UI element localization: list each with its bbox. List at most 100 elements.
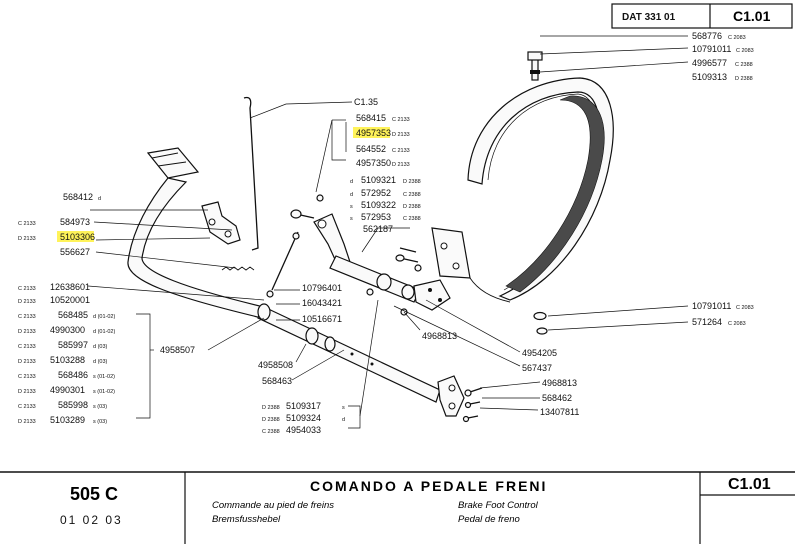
code-585997: C 2133 — [18, 344, 36, 350]
header-sheet-code: C1.01 — [733, 8, 771, 24]
code-5109322: D 2388 — [403, 204, 421, 210]
code-568776: C 2083 — [728, 35, 746, 41]
side-572953: s — [350, 216, 353, 222]
code-4990301: D 2133 — [18, 389, 36, 395]
part-568415: 568415 — [356, 113, 386, 123]
brake-lining — [505, 95, 605, 293]
code-5109313: D 2388 — [735, 76, 753, 82]
code-585998: C 2133 — [18, 404, 36, 410]
part-4958508: 4958508 — [258, 360, 293, 370]
code-10791011-bottom: C 2083 — [736, 305, 754, 311]
return-spring — [221, 266, 255, 271]
header-box — [611, 3, 793, 29]
shaft-bushing-center — [324, 336, 336, 352]
shaft-bushing-left — [257, 303, 271, 321]
model-name: 505 C — [70, 484, 118, 504]
band-nut — [533, 311, 547, 321]
code-10791011-top: C 2083 — [736, 48, 754, 54]
part-5109321: 5109321 — [361, 175, 396, 185]
subtitle-fr: Commande au pied de freins — [212, 500, 334, 511]
brake-pedal-assembly — [127, 96, 483, 423]
part-571264: 571264 — [692, 317, 722, 327]
code-584973: C 2133 — [18, 221, 36, 227]
page-title: COMANDO A PEDALE FRENI — [310, 478, 547, 494]
code-10520001: D 2133 — [18, 299, 36, 305]
part-585997: 585997 — [58, 340, 88, 350]
code-568485: C 2133 — [18, 314, 36, 320]
pedal-pad — [146, 147, 200, 179]
subtitle-es: Pedal de freno — [458, 514, 520, 525]
part-4996577: 4996577 — [692, 58, 727, 68]
code-5103306: D 2133 — [18, 236, 36, 242]
pedal-arm — [127, 177, 269, 319]
part-568463: 568463 — [262, 376, 292, 386]
part-10796401: 10796401 — [302, 283, 342, 293]
part-10520001: 10520001 — [50, 295, 90, 305]
part-568412: 568412 — [63, 192, 93, 202]
footer-sheet-code: C1.01 — [728, 476, 771, 493]
part-5109324: 5109324 — [286, 413, 321, 423]
part-568486: 568486 — [58, 370, 88, 380]
side-572952: d — [350, 192, 353, 198]
side-5109317: s — [342, 405, 345, 411]
code-5109321: D 2388 — [403, 179, 421, 185]
ref-c135: C1.35 — [354, 97, 378, 107]
subtitle-de: Bremsfusshebel — [212, 514, 281, 525]
model-years: 01 02 03 — [60, 513, 123, 527]
code-4957353: D 2133 — [392, 132, 410, 138]
part-4990301: 4990301 — [50, 385, 85, 395]
brake-band-assembly — [431, 51, 614, 335]
title-block: 505 C 01 02 03 COMANDO A PEDALE FRENI Co… — [0, 471, 795, 544]
part-4954205: 4954205 — [522, 348, 557, 358]
cross-shaft — [257, 305, 441, 403]
code-4990300: D 2133 — [18, 329, 36, 335]
part-4957353: 4957353 — [356, 128, 391, 138]
code-4996577: C 2388 — [735, 62, 753, 68]
side-5109322: s — [350, 204, 353, 210]
part-5109313: 5109313 — [692, 72, 727, 82]
part-4968813-upper: 4968813 — [422, 331, 457, 341]
brake-band — [467, 77, 614, 301]
part-572952: 572952 — [361, 188, 391, 198]
part-10516671: 10516671 — [302, 314, 342, 324]
part-584973: 584973 — [60, 217, 90, 227]
part-5103288: 5103288 — [50, 355, 85, 365]
side-585997: d (03) — [93, 344, 108, 350]
dat-code: DAT 331 01 — [622, 12, 676, 23]
part-568462: 568462 — [542, 393, 572, 403]
part-562187: 562187 — [363, 224, 393, 234]
part-12638601: 12638601 — [50, 282, 90, 292]
code-4954033: C 2388 — [262, 429, 280, 435]
band-bolt — [531, 57, 539, 81]
code-5109317: D 2388 — [262, 405, 280, 411]
code-564552: C 2133 — [392, 148, 410, 154]
shaft-lever-right — [437, 375, 465, 417]
band-anchor-bracket — [431, 227, 471, 279]
side-568412: d — [98, 196, 101, 202]
part-564552: 564552 — [356, 144, 386, 154]
part-13407811: 13407811 — [540, 407, 579, 417]
part-5103306: 5103306 — [60, 232, 95, 242]
side-5109324: d — [342, 417, 345, 423]
code-572952: C 2388 — [403, 192, 421, 198]
part-568776: 568776 — [692, 31, 722, 41]
part-16043421: 16043421 — [302, 298, 342, 308]
side-5103288: d (03) — [93, 359, 108, 365]
part-10791011-bottom: 10791011 — [692, 301, 731, 311]
code-568415: C 2133 — [392, 117, 410, 123]
code-572953: C 2388 — [403, 216, 421, 222]
part-572953: 572953 — [361, 212, 391, 222]
part-4957350: 4957350 — [356, 158, 391, 168]
pull-rod — [243, 96, 259, 251]
band-washer — [536, 327, 548, 335]
side-585998: s (03) — [93, 404, 107, 410]
side-568486: s (01-02) — [93, 374, 115, 380]
part-4990300: 4990300 — [50, 325, 85, 335]
side-4990300: d (01-02) — [93, 329, 115, 335]
code-4957350: D 2133 — [392, 162, 410, 168]
part-5103289: 5103289 — [50, 415, 85, 425]
part-5109322: 5109322 — [361, 200, 396, 210]
link-rod — [271, 231, 299, 291]
part-4968813-lower: 4968813 — [542, 378, 577, 388]
